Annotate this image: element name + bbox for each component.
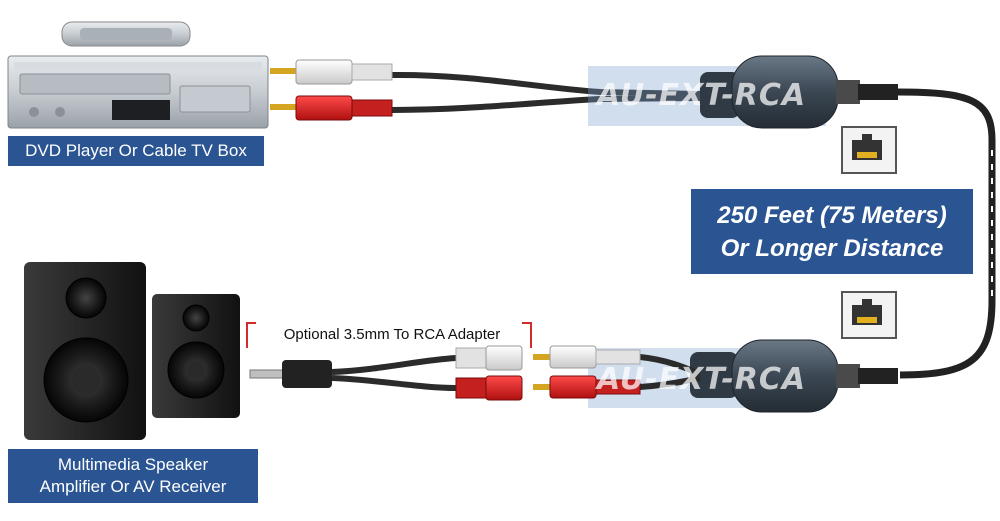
product-watermark-bottom: AU-EXT-RCA <box>597 362 807 397</box>
adapter-bracket-right <box>522 322 532 348</box>
adapter-label: Optional 3.5mm To RCA Adapter <box>283 326 501 343</box>
audio-adapter-cable <box>249 345 523 401</box>
distance-label-line2: Or Longer Distance <box>720 235 944 262</box>
top-balun-icon <box>700 55 898 129</box>
distance-label: 250 Feet (75 Meters) Or Longer Distance <box>691 189 973 274</box>
remote-control-icon <box>61 21 191 47</box>
speakers-icon <box>24 262 240 440</box>
source-device-label: DVD Player Or Cable TV Box <box>8 136 264 166</box>
destination-label-line2: Amplifier Or AV Receiver <box>39 477 227 496</box>
bottom-balun-icon <box>690 339 898 413</box>
cat-cable <box>897 88 996 379</box>
dvd-player-icon <box>7 55 269 129</box>
destination-label-line1: Multimedia Speaker <box>57 455 209 474</box>
destination-device-label: Multimedia Speaker Amplifier Or AV Recei… <box>8 449 258 503</box>
distance-label-line1: 250 Feet (75 Meters) <box>717 202 947 229</box>
bottom-rca-cable <box>533 345 702 399</box>
product-watermark-top: AU-EXT-RCA <box>597 78 807 113</box>
rj45-jack-top-icon <box>841 126 897 174</box>
top-rca-cable <box>270 59 701 121</box>
adapter-bracket-left <box>246 322 256 348</box>
rj45-jack-bottom-icon <box>841 291 897 339</box>
